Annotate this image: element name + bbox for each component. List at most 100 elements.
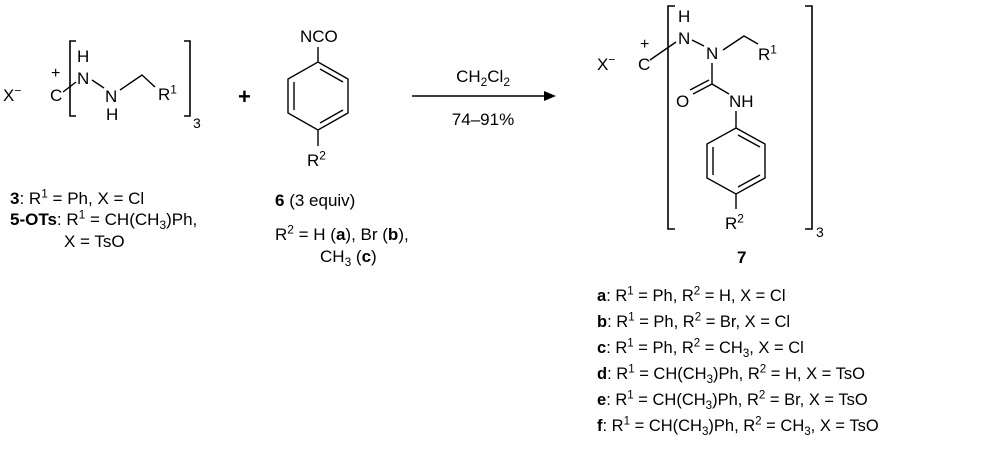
n-label: N [706,44,718,63]
text-segment: )Ph, R [713,365,760,383]
text-segment: = Ph, X = Cl [48,189,144,208]
subscript: 2 [481,75,488,89]
superscript: 2 [287,222,294,236]
charge-label: + [640,36,649,53]
text-segment: (3 equiv) [284,191,355,210]
text-segment: = CH [700,339,743,357]
text-segment: a [336,225,346,244]
text-segment: X [597,55,608,74]
variant-b-label: b: R1​ = Ph, R2​ = Br, X = Cl [597,312,790,331]
superscript: 2 [737,211,744,225]
text-segment: ( [351,247,362,266]
text-segment: R [275,225,287,244]
text-segment: = Ph, R [635,313,695,331]
reactant-3-structure: X−​ + C H N N H R1​ 3 [3,40,201,131]
subscript: 3 [702,426,708,438]
superscript: 2 [694,286,700,298]
variant-e-label: e: R1​ = CH(CH3​)Ph, R2​ = Br, X = TsO [597,390,868,412]
text-segment: = Br, X = TsO [765,391,868,409]
variant-d-label: d: R1​ = CH(CH3​)Ph, R2​ = H, X = TsO [597,364,865,386]
text-segment: , X = TsO [811,417,879,435]
superscript: 1 [41,186,48,200]
right-bracket [805,5,813,230]
text-segment: )Ph, [166,210,197,229]
counterion-label: X−​ [3,83,21,105]
right-bracket [184,40,191,117]
text-segment: R [158,85,170,104]
bond [691,39,705,47]
counterion-label: X−​ [597,52,615,74]
r2-label: R2​ [725,211,744,233]
text-segment: : R [606,287,627,305]
h-label: H [678,7,690,26]
superscript: 1 [628,312,634,324]
text-segment: R [725,214,737,233]
text-segment: = CH(CH [634,391,706,409]
reactant-6-structure: NCO R2​ [287,27,349,170]
superscript: 1 [627,390,633,402]
superscript: 1 [627,286,633,298]
carbon-label: C [638,55,650,74]
text-segment: = Br, X = Cl [701,313,790,331]
text-segment: ) [371,247,377,266]
variant-c-label: c: R1​ = Ph, R2​ = CH3​, X = Cl [597,338,804,360]
superscript: 2 [755,416,761,428]
benzene-ring [287,61,349,131]
variant-f-label: f: R1​ = CH(CH3​)Ph, R2​ = CH3​, X = TsO [597,416,879,438]
carbonyl-double-bond [689,79,710,91]
text-segment: R [307,151,319,170]
h-label: H [77,47,89,66]
superscript: 2 [759,390,765,402]
text-segment: = Ph, R [634,287,694,305]
charge-label: + [51,65,60,82]
bond [91,79,105,89]
nh-label: NH [729,92,754,111]
bond [119,74,156,91]
yield-label: 74–91% [452,110,514,129]
carbonyl-double-bond [692,83,713,95]
r1-label: R1​ [158,82,177,104]
text-segment: , X = Cl [749,339,804,357]
left-bracket [69,40,76,117]
superscript: 1 [770,42,777,56]
text-segment: CH [320,247,345,266]
text-segment: d [597,365,607,383]
multiplier-label: 3 [193,115,201,131]
reagent-label: CH2​Cl2​ [456,67,510,89]
text-segment: : R [606,339,627,357]
text-segment: : R [607,365,628,383]
text-segment: 3 [10,189,19,208]
r2-label: R2​ [307,148,326,170]
text-segment: CH [456,67,481,86]
text-segment: )Ph, R [712,391,759,409]
left-bracket [667,5,675,230]
double-bond [737,134,761,148]
reactant-3-label: 3: R1​ = Ph, X = Cl [10,186,144,208]
subscript: 3 [707,374,713,386]
text-segment: = CH(CH [85,210,159,229]
superscript: 1 [79,207,86,221]
text-segment: )Ph, R [708,417,755,435]
r2-options-label-cont: CH3​ (c) [320,247,377,269]
bond [649,41,677,61]
text-segment: ), Br ( [345,225,388,244]
product-variant-list: a: R1​ = Ph, R2​ = H, X = Cl b: R1​ = Ph… [597,286,879,438]
text-segment: c [597,339,606,357]
superscript: − [608,52,615,66]
text-segment: : R [606,391,627,409]
bond [722,35,759,51]
text-segment: a [597,287,607,305]
double-bond [319,109,344,124]
text-segment: b [388,225,398,244]
superscript: 2 [760,364,766,376]
text-segment: = H, X = TsO [766,365,865,383]
superscript: 1 [624,416,630,428]
superscript: 2 [694,338,700,350]
text-segment: = Ph, R [634,339,694,357]
superscript: 2 [319,148,326,162]
compound-number-label: 7 [737,248,746,267]
product-7-structure: X−​ + C H N N R1​ O NH R2​ 3 7 [597,5,824,267]
arrow-head [544,91,556,101]
benzene-ring [706,127,766,195]
